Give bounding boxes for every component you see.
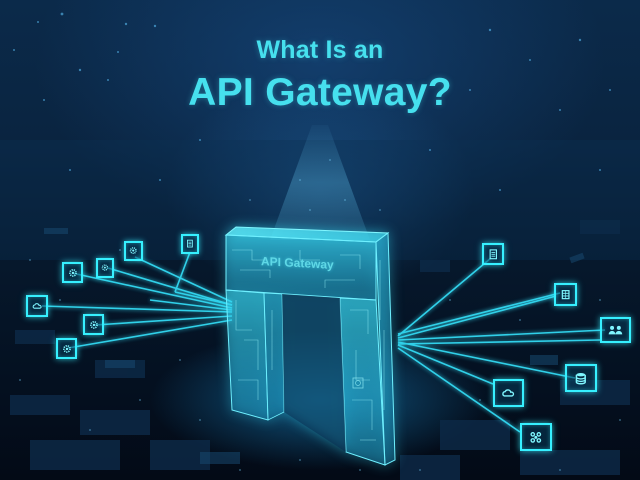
users-icon — [608, 326, 623, 335]
right-node-document — [482, 243, 504, 265]
right-node-users — [600, 317, 631, 343]
gear-icon — [101, 264, 109, 272]
left-node-document — [181, 234, 199, 254]
document-icon — [489, 249, 497, 259]
page-title-line2: API Gateway? — [188, 71, 452, 114]
right-node-database — [565, 364, 597, 392]
left-node-gear-3 — [62, 262, 83, 283]
network-icon — [530, 431, 542, 443]
right-node-server — [554, 283, 577, 306]
page-title-line1: What Is an — [256, 36, 384, 64]
left-node-gear-5 — [56, 338, 77, 359]
left-node-gear-2 — [96, 258, 114, 278]
left-node-cloud — [26, 295, 48, 317]
database-icon — [575, 372, 587, 385]
document-icon — [187, 240, 193, 248]
gear-icon — [130, 247, 137, 255]
right-node-network — [520, 423, 552, 451]
cloud-icon — [502, 388, 515, 397]
left-node-gear-4 — [83, 314, 104, 335]
gear-icon — [62, 344, 71, 353]
left-node-gear-1 — [124, 241, 143, 261]
cloud-icon — [32, 302, 42, 309]
gear-icon — [89, 320, 98, 329]
gear-icon — [68, 268, 77, 277]
right-node-cloud — [493, 379, 524, 407]
server-icon — [561, 289, 570, 300]
